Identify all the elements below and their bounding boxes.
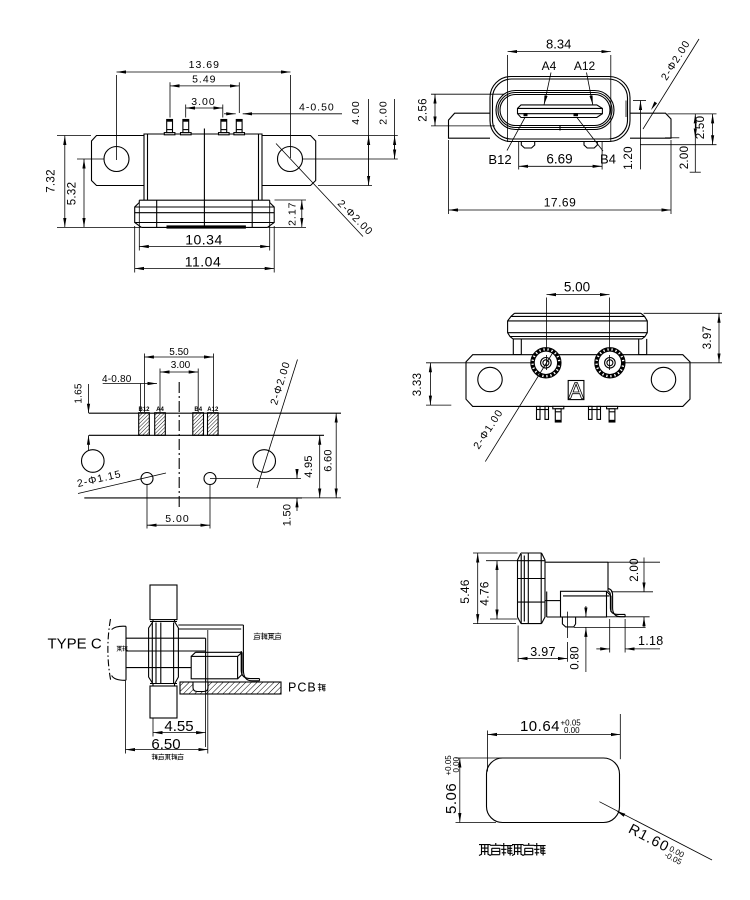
svg-text:2.50: 2.50 <box>695 116 707 140</box>
svg-text:4.55: 4.55 <box>164 718 193 735</box>
svg-text:7.32: 7.32 <box>46 169 58 193</box>
svg-text:2.56: 2.56 <box>418 98 430 122</box>
svg-text:1.65: 1.65 <box>74 383 85 404</box>
svg-text:10.64: 10.64 <box>520 718 560 735</box>
svg-text:4-0.50: 4-0.50 <box>299 102 335 114</box>
svg-text:3.00: 3.00 <box>191 96 215 108</box>
svg-text:1.20: 1.20 <box>623 146 635 170</box>
svg-text:1.50: 1.50 <box>282 504 294 527</box>
svg-text:2.17: 2.17 <box>287 201 299 225</box>
svg-text:3.97: 3.97 <box>530 645 556 659</box>
svg-text:4.95: 4.95 <box>303 455 315 478</box>
svg-text:8.34: 8.34 <box>546 37 571 52</box>
svg-text:6.50: 6.50 <box>151 736 180 753</box>
svg-text:A4: A4 <box>542 59 557 73</box>
svg-text:5.50: 5.50 <box>169 347 189 358</box>
svg-text:4.76: 4.76 <box>478 581 492 606</box>
svg-text:5.00: 5.00 <box>564 280 590 295</box>
svg-text:3.33: 3.33 <box>412 373 424 397</box>
svg-text:PCB: PCB <box>288 681 317 695</box>
svg-text:3.97: 3.97 <box>702 326 714 350</box>
svg-text:0.00: 0.00 <box>564 726 580 735</box>
svg-text:3.00: 3.00 <box>171 360 191 371</box>
svg-text:1.18: 1.18 <box>638 634 664 648</box>
svg-text:6.69: 6.69 <box>546 152 572 167</box>
svg-text:11.04: 11.04 <box>185 254 222 270</box>
svg-text:B12: B12 <box>488 152 511 167</box>
svg-text:0.80: 0.80 <box>570 646 582 670</box>
svg-text:4-0.80: 4-0.80 <box>102 374 132 385</box>
svg-text:10.34: 10.34 <box>185 232 223 248</box>
svg-text:5.46: 5.46 <box>458 579 472 604</box>
svg-text:2.00: 2.00 <box>629 558 641 582</box>
svg-text:17.69: 17.69 <box>544 196 577 210</box>
svg-text:TYPE C: TYPE C <box>48 636 102 653</box>
svg-text:5.06: 5.06 <box>443 783 460 814</box>
svg-text:5.32: 5.32 <box>67 182 79 206</box>
svg-text:5.00: 5.00 <box>165 513 189 525</box>
svg-text:+0.05: +0.05 <box>444 755 453 776</box>
svg-text:+0.05: +0.05 <box>561 719 582 728</box>
svg-text:A: A <box>568 378 584 404</box>
svg-text:5.49: 5.49 <box>192 73 216 85</box>
svg-text:2.00: 2.00 <box>679 146 691 170</box>
svg-text:13.69: 13.69 <box>189 59 220 71</box>
svg-text:2.00: 2.00 <box>378 100 390 124</box>
svg-text:0.00: 0.00 <box>452 756 461 772</box>
svg-text:6.60: 6.60 <box>323 449 335 472</box>
svg-text:4.00: 4.00 <box>350 100 362 124</box>
svg-text:A12: A12 <box>574 59 596 73</box>
svg-text:B4: B4 <box>600 152 616 167</box>
